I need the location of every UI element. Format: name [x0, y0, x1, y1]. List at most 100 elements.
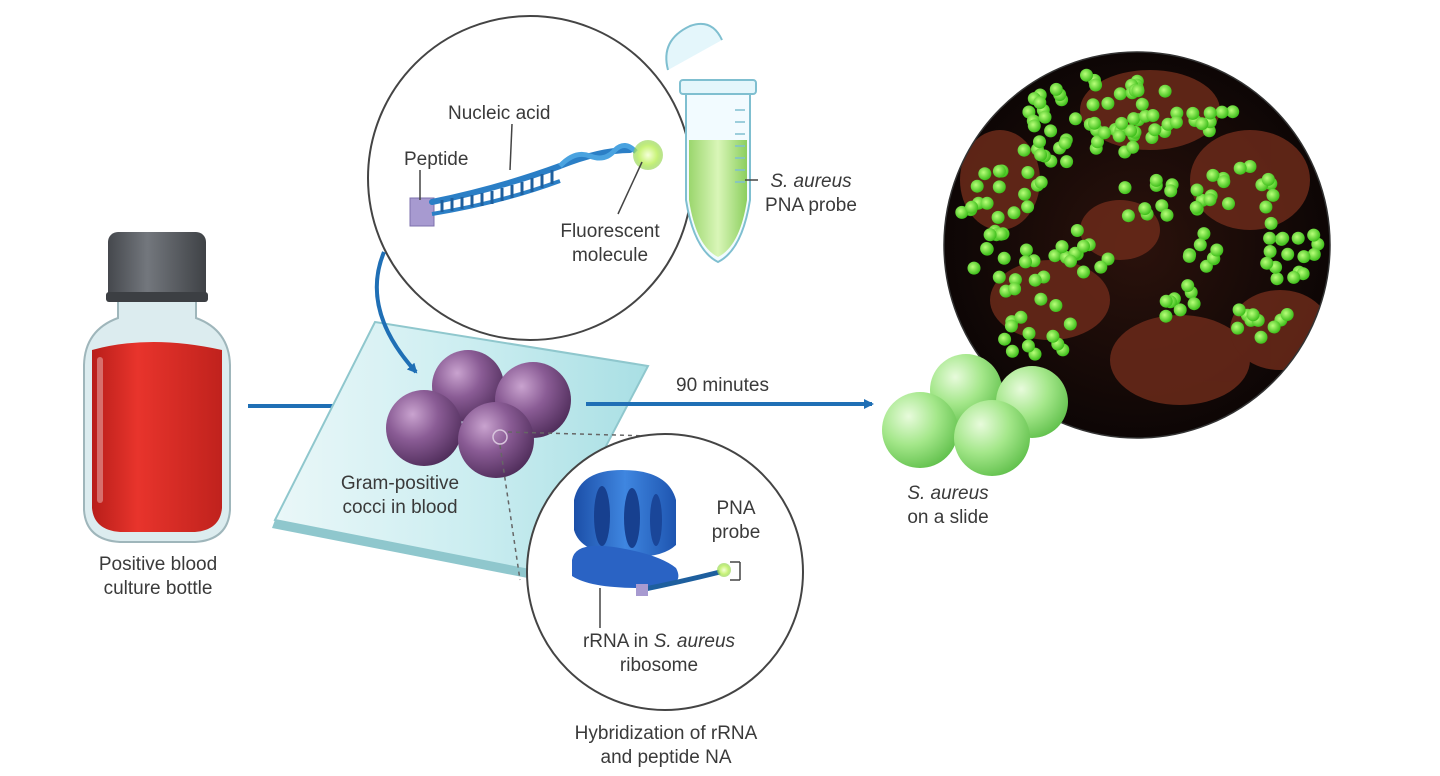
- fluorescent-coccus: [1287, 270, 1301, 284]
- fluorescent-coccus: [1203, 106, 1217, 120]
- fluorescent-coccus: [1086, 98, 1100, 112]
- nucleic-acid-strand: [429, 143, 638, 216]
- fluorescent-coccus: [1210, 243, 1224, 257]
- fluorescent-coccus: [983, 228, 997, 242]
- fluorescent-coccus: [1112, 129, 1126, 143]
- fluorescent-coccus: [967, 261, 981, 275]
- fluorescent-coccus: [1264, 216, 1278, 230]
- fluorescent-coccus: [1121, 209, 1135, 223]
- fluorescent-coccus: [1297, 250, 1311, 264]
- fluorescent-coccus: [1101, 96, 1115, 110]
- fluorescent-coccus: [1069, 112, 1082, 126]
- fluorescent-coccus: [997, 251, 1011, 265]
- fluorescent-coccus: [1038, 110, 1052, 124]
- fluorescent-coccus: [1077, 265, 1090, 279]
- fluorescent-coccus: [992, 164, 1006, 178]
- gram-positive-cocci: [386, 350, 571, 478]
- fluorescent-coccus: [1021, 166, 1035, 179]
- fluorescent-coccus: [1190, 183, 1204, 197]
- fluorescent-coccus: [1063, 317, 1077, 331]
- probe-zoom-circle: [367, 15, 693, 341]
- fluorescent-coccus: [1158, 84, 1172, 98]
- fluorescent-coccus: [1007, 206, 1021, 220]
- fluorescent-coccus: [1034, 292, 1048, 306]
- fluorescent-coccus: [970, 179, 984, 193]
- fluorescent-coccus: [1261, 172, 1275, 186]
- fluorescent-coccus: [1170, 106, 1184, 120]
- fluorescence-micrograph: [943, 51, 1331, 439]
- fluorescent-coccus: [1270, 272, 1284, 286]
- fluorescent-coccus: [1291, 231, 1305, 245]
- fluorescent-coccus: [1159, 294, 1173, 308]
- fluorescent-coccus: [1070, 224, 1084, 237]
- fluorescent-coccus: [1231, 321, 1245, 335]
- fluorescent-coccus: [1131, 84, 1145, 98]
- fluorescent-coccus: [1197, 227, 1211, 241]
- fluorescent-coccus: [1027, 119, 1041, 133]
- fluorescent-coccus: [1028, 273, 1042, 287]
- fluorescent-coccus: [992, 180, 1006, 194]
- fluorescent-coccus: [1243, 160, 1257, 173]
- ribosome: [572, 470, 679, 589]
- fluorescent-coccus: [1098, 126, 1111, 140]
- fluorescent-coccus: [1169, 115, 1183, 129]
- fluorescent-coccus: [1033, 135, 1046, 149]
- fluorescent-coccus: [1055, 240, 1069, 254]
- rrna-label: rRNA in S. aureus ribosome: [582, 631, 736, 676]
- fluorescent-coccus: [1022, 326, 1036, 340]
- fluorescent-coccus: [1077, 239, 1090, 253]
- fluorescent-coccus: [1021, 200, 1035, 214]
- fluorescent-coccus: [1263, 245, 1277, 258]
- fluorescent-coccus: [1155, 199, 1169, 213]
- fluorescent-coccus: [1307, 228, 1321, 242]
- fluorescent-coccus: [1115, 116, 1129, 130]
- fluorescent-coccus: [1307, 247, 1321, 261]
- zoom-line: [499, 444, 521, 581]
- fluorescent-coccus: [1173, 303, 1187, 317]
- fluorescent-coccus: [994, 227, 1008, 241]
- fluorescent-coccus: [1266, 188, 1280, 202]
- green-cocci: [882, 354, 1068, 476]
- fluorescent-coccus: [1058, 136, 1072, 150]
- fluorescent-coccus: [992, 270, 1006, 284]
- fluorescent-coccus: [1226, 105, 1240, 119]
- fluorescent-coccus: [1033, 96, 1047, 110]
- fluorescent-coccus: [1260, 256, 1274, 270]
- fluorescent-coccus: [1189, 200, 1203, 214]
- fluorescent-coccus: [980, 196, 994, 210]
- fluorescent-coccus: [1094, 260, 1108, 274]
- fluorescent-coccus: [1044, 124, 1058, 138]
- fluorescent-coccus: [1005, 344, 1019, 358]
- fluorescent-coccus: [998, 332, 1012, 346]
- fluorescent-coccus: [1206, 168, 1220, 182]
- fluorescent-coccus: [1014, 310, 1028, 324]
- fluorescent-coccus: [1222, 197, 1235, 211]
- fluorescent-coccus: [1138, 202, 1152, 216]
- fluorescent-coccus: [1034, 148, 1048, 162]
- fluorescent-coccus: [1149, 173, 1163, 187]
- fluorescent-coccus: [1146, 109, 1160, 122]
- fluorescent-coccus: [1276, 231, 1290, 245]
- fluorescent-coccus: [1019, 255, 1032, 269]
- fluorescent-coccus: [1182, 249, 1196, 263]
- fluorescent-coccus: [1187, 297, 1201, 311]
- fluorescent-coccus: [1021, 339, 1035, 353]
- fluorescent-coccus: [1060, 155, 1074, 169]
- fluorescent-coccus: [1164, 184, 1178, 198]
- fluorescent-molecule: [633, 140, 663, 170]
- fluorescent-coccus: [1004, 319, 1018, 333]
- fluorescent-coccus: [1246, 308, 1260, 322]
- fluorescent-coccus: [1127, 112, 1141, 126]
- fluorescent-coccus: [1217, 175, 1231, 189]
- fluorescent-coccus: [1124, 124, 1138, 138]
- fluorescent-coccus: [1203, 193, 1217, 207]
- fluorescent-coccus: [1195, 117, 1209, 131]
- fluorescent-coccus: [1008, 282, 1022, 296]
- fluorescent-coccus: [978, 167, 992, 181]
- fluorescent-coccus: [1064, 254, 1077, 268]
